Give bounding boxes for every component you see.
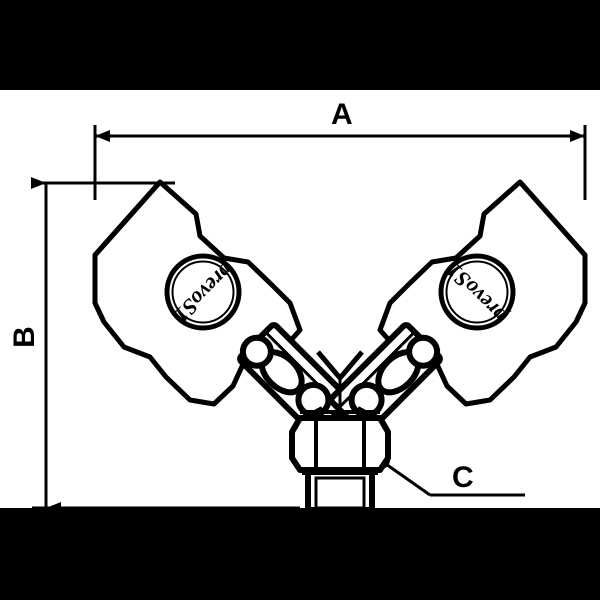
dimension-a-label: A	[331, 98, 353, 131]
right-arm-tip-edge	[518, 180, 587, 257]
male-threaded-stem	[302, 467, 378, 513]
dimension-a	[93, 125, 587, 200]
y-junction-notch	[316, 350, 364, 381]
left-arm-tip-edge	[93, 180, 162, 257]
y-junction-lower-block	[289, 415, 391, 473]
left-collar-lobe-left	[239, 334, 274, 369]
letterbox-band-bottom	[0, 508, 600, 600]
right-collar-lobe-left	[406, 334, 441, 369]
dimension-c-label: C	[452, 461, 474, 494]
letterbox-band-top	[0, 0, 600, 90]
dimension-b-label: B	[7, 326, 41, 348]
thread-inner-bore	[314, 476, 366, 510]
y-junction-body	[289, 350, 391, 473]
dimension-c-leader-line	[382, 460, 431, 497]
